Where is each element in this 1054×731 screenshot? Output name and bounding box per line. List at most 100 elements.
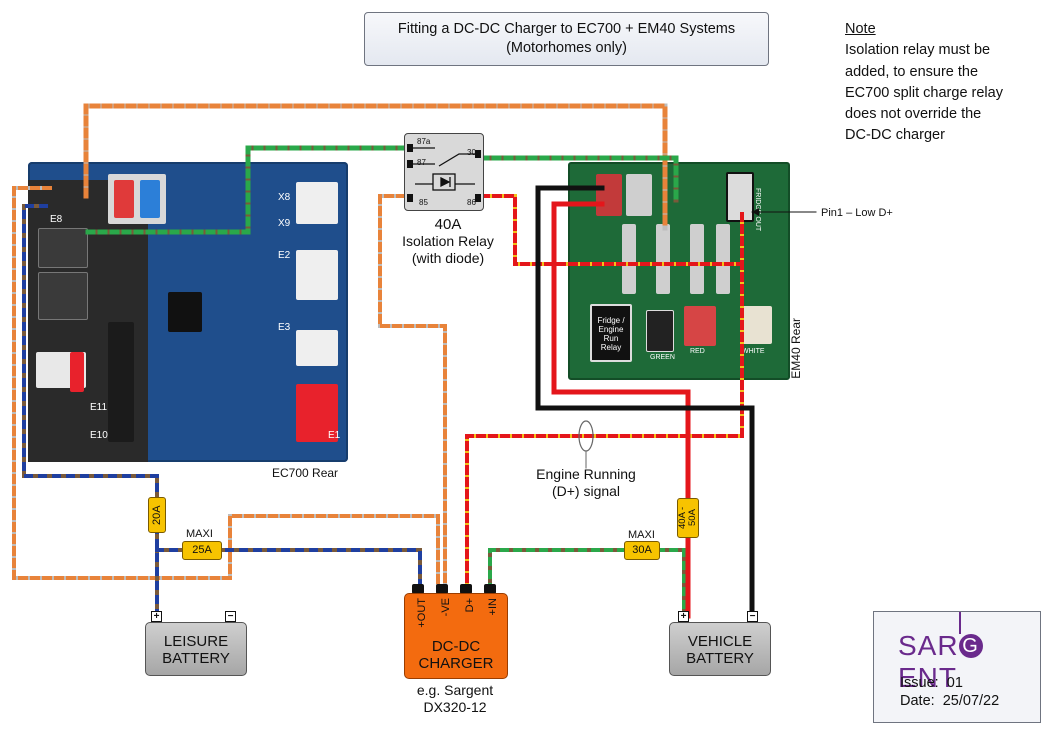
ec700-red-connector [296, 384, 338, 442]
leisure-battery-line: LEISURE [163, 633, 229, 650]
wire-orange-grey [83, 103, 668, 231]
logo-text: ENT [898, 662, 957, 693]
wire-brown-blue [22, 204, 159, 618]
issue-label: Issue: [900, 675, 939, 691]
wire-brown-blue [155, 548, 422, 592]
wire-orange-grey [12, 186, 440, 592]
em40-fuse-holder [656, 224, 670, 294]
relay-label-line: 40A [434, 216, 462, 233]
charger-pin-out [412, 584, 424, 594]
engine-running-line: (D+) signal [551, 483, 621, 499]
vehicle-positive-terminal: + [678, 611, 689, 622]
em40-red-connector [684, 306, 716, 346]
maxi-label-vehicle: MAXI [628, 529, 655, 541]
relay-terminal-87a: 87a [417, 137, 431, 146]
charger-pin-label: +IN [487, 598, 499, 616]
wire-brown-blue [22, 204, 159, 618]
em40-relay-text: Fridge / [597, 316, 625, 325]
ec700-silk: E10 [90, 430, 108, 441]
date-value: 25/07/22 [942, 693, 1000, 709]
fuse-maxi-25a: 25A [182, 541, 222, 560]
note-heading: Note [845, 21, 876, 37]
pin1-arrowhead [752, 208, 759, 216]
leisure-battery-line: BATTERY [162, 650, 230, 667]
leisure-positive-terminal: + [151, 611, 162, 622]
title-box: Fitting a DC-DC Charger to EC700 + EM40 … [364, 12, 769, 66]
ec700-relay-component [38, 228, 88, 268]
fuse-40a-50a: 40A - 50A [677, 498, 699, 538]
em40-board: Fridge / Engine Run Relay GREEN RED WHIT… [568, 162, 790, 380]
relay-terminal-85: 85 [419, 198, 428, 207]
relay-label-line: Isolation Relay [402, 233, 494, 249]
ec700-silk: X8 [278, 192, 291, 203]
relay-label: 40A Isolation Relay (with diode) [396, 216, 500, 267]
ec700-silk: E8 [50, 214, 63, 225]
wire-red-yellow [480, 194, 744, 266]
em40-red-terminal [596, 174, 622, 216]
date-label: Date: [900, 693, 935, 709]
em40-white-connector [742, 306, 772, 344]
ec700-fuse [70, 352, 84, 392]
relay-terminal-87: 87 [417, 158, 426, 167]
logo-pin-icon [959, 612, 961, 634]
ec700-connector-x9 [296, 250, 338, 300]
charger-pin-label: -VE [440, 598, 452, 617]
vehicle-battery-line: BATTERY [686, 650, 754, 667]
wire-orange-grey [12, 186, 440, 592]
ec700-silk: E11 [90, 402, 108, 413]
title-line-2: (Motorhomes only) [506, 40, 627, 56]
em40-fuse-holder [716, 224, 730, 294]
wire-brown-green [85, 145, 407, 235]
em40-green-connector [646, 310, 674, 352]
ec700-silk: X9 [278, 218, 291, 229]
note-line: EC700 split charge relay [845, 84, 1003, 101]
ec700-blue-dip [140, 180, 160, 218]
wire-red [551, 201, 691, 619]
wire-brown-green [479, 155, 679, 203]
charger-pin-in [484, 584, 496, 594]
note-line: DC-DC charger [845, 127, 945, 144]
vehicle-battery-line: VEHICLE [687, 633, 753, 650]
note-line: Isolation relay must be [845, 42, 991, 59]
ec700-silk: E3 [278, 322, 291, 333]
ec700-connector-e3 [296, 330, 338, 366]
wire-black [535, 185, 755, 619]
wire-brown-green [488, 548, 686, 618]
logo-text: SAR [898, 630, 959, 661]
em40-grey-terminal [626, 174, 652, 216]
em40-fridge-relay: Fridge / Engine Run Relay [590, 304, 632, 362]
em40-silk: WHITE [742, 348, 765, 355]
engine-running-label: Engine Running (D+) signal [522, 466, 650, 500]
relay-label-line: (with diode) [411, 250, 485, 266]
note-line: added, to ensure the [845, 63, 979, 80]
pin1-label: Pin1 – Low D+ [821, 207, 893, 219]
issue-info: Issue: 01 Date: 25/07/22 [900, 674, 999, 710]
em40-silk: GREEN [650, 354, 675, 361]
wire-dplus-signal [465, 212, 744, 592]
isolation-relay: 87a 87 30 85 86 [404, 133, 484, 211]
title-line-1: Fitting a DC-DC Charger to EC700 + EM40 … [397, 21, 736, 37]
dc-dc-charger: +OUT -VE D+ +IN DC-DC CHARGER [404, 593, 508, 679]
note-line: does not override the [845, 106, 982, 123]
charger-example-line: DX320-12 [423, 699, 487, 715]
ec700-relay-component [38, 272, 88, 320]
charger-example: e.g. Sargent DX320-12 [400, 682, 510, 716]
ec700-connector-bank [108, 322, 134, 442]
ec700-silk: E2 [278, 250, 291, 261]
wire-red-yellow [480, 194, 744, 266]
ec700-rear-label: EC700 Rear [272, 466, 339, 480]
em40-fuse-holder [622, 224, 636, 294]
logo-g-badge: G [958, 634, 983, 658]
charger-example-line: e.g. Sargent [416, 682, 494, 698]
leisure-negative-terminal: − [225, 611, 236, 622]
wire-orange-grey [378, 194, 447, 592]
issue-value: 01 [946, 675, 963, 691]
wire-orange-grey [83, 103, 668, 231]
fuse-20a: 20A [148, 497, 166, 533]
leisure-battery: LEISURE BATTERY [145, 622, 247, 676]
charger-pin-ve [436, 584, 448, 594]
ec700-chip [168, 292, 202, 332]
